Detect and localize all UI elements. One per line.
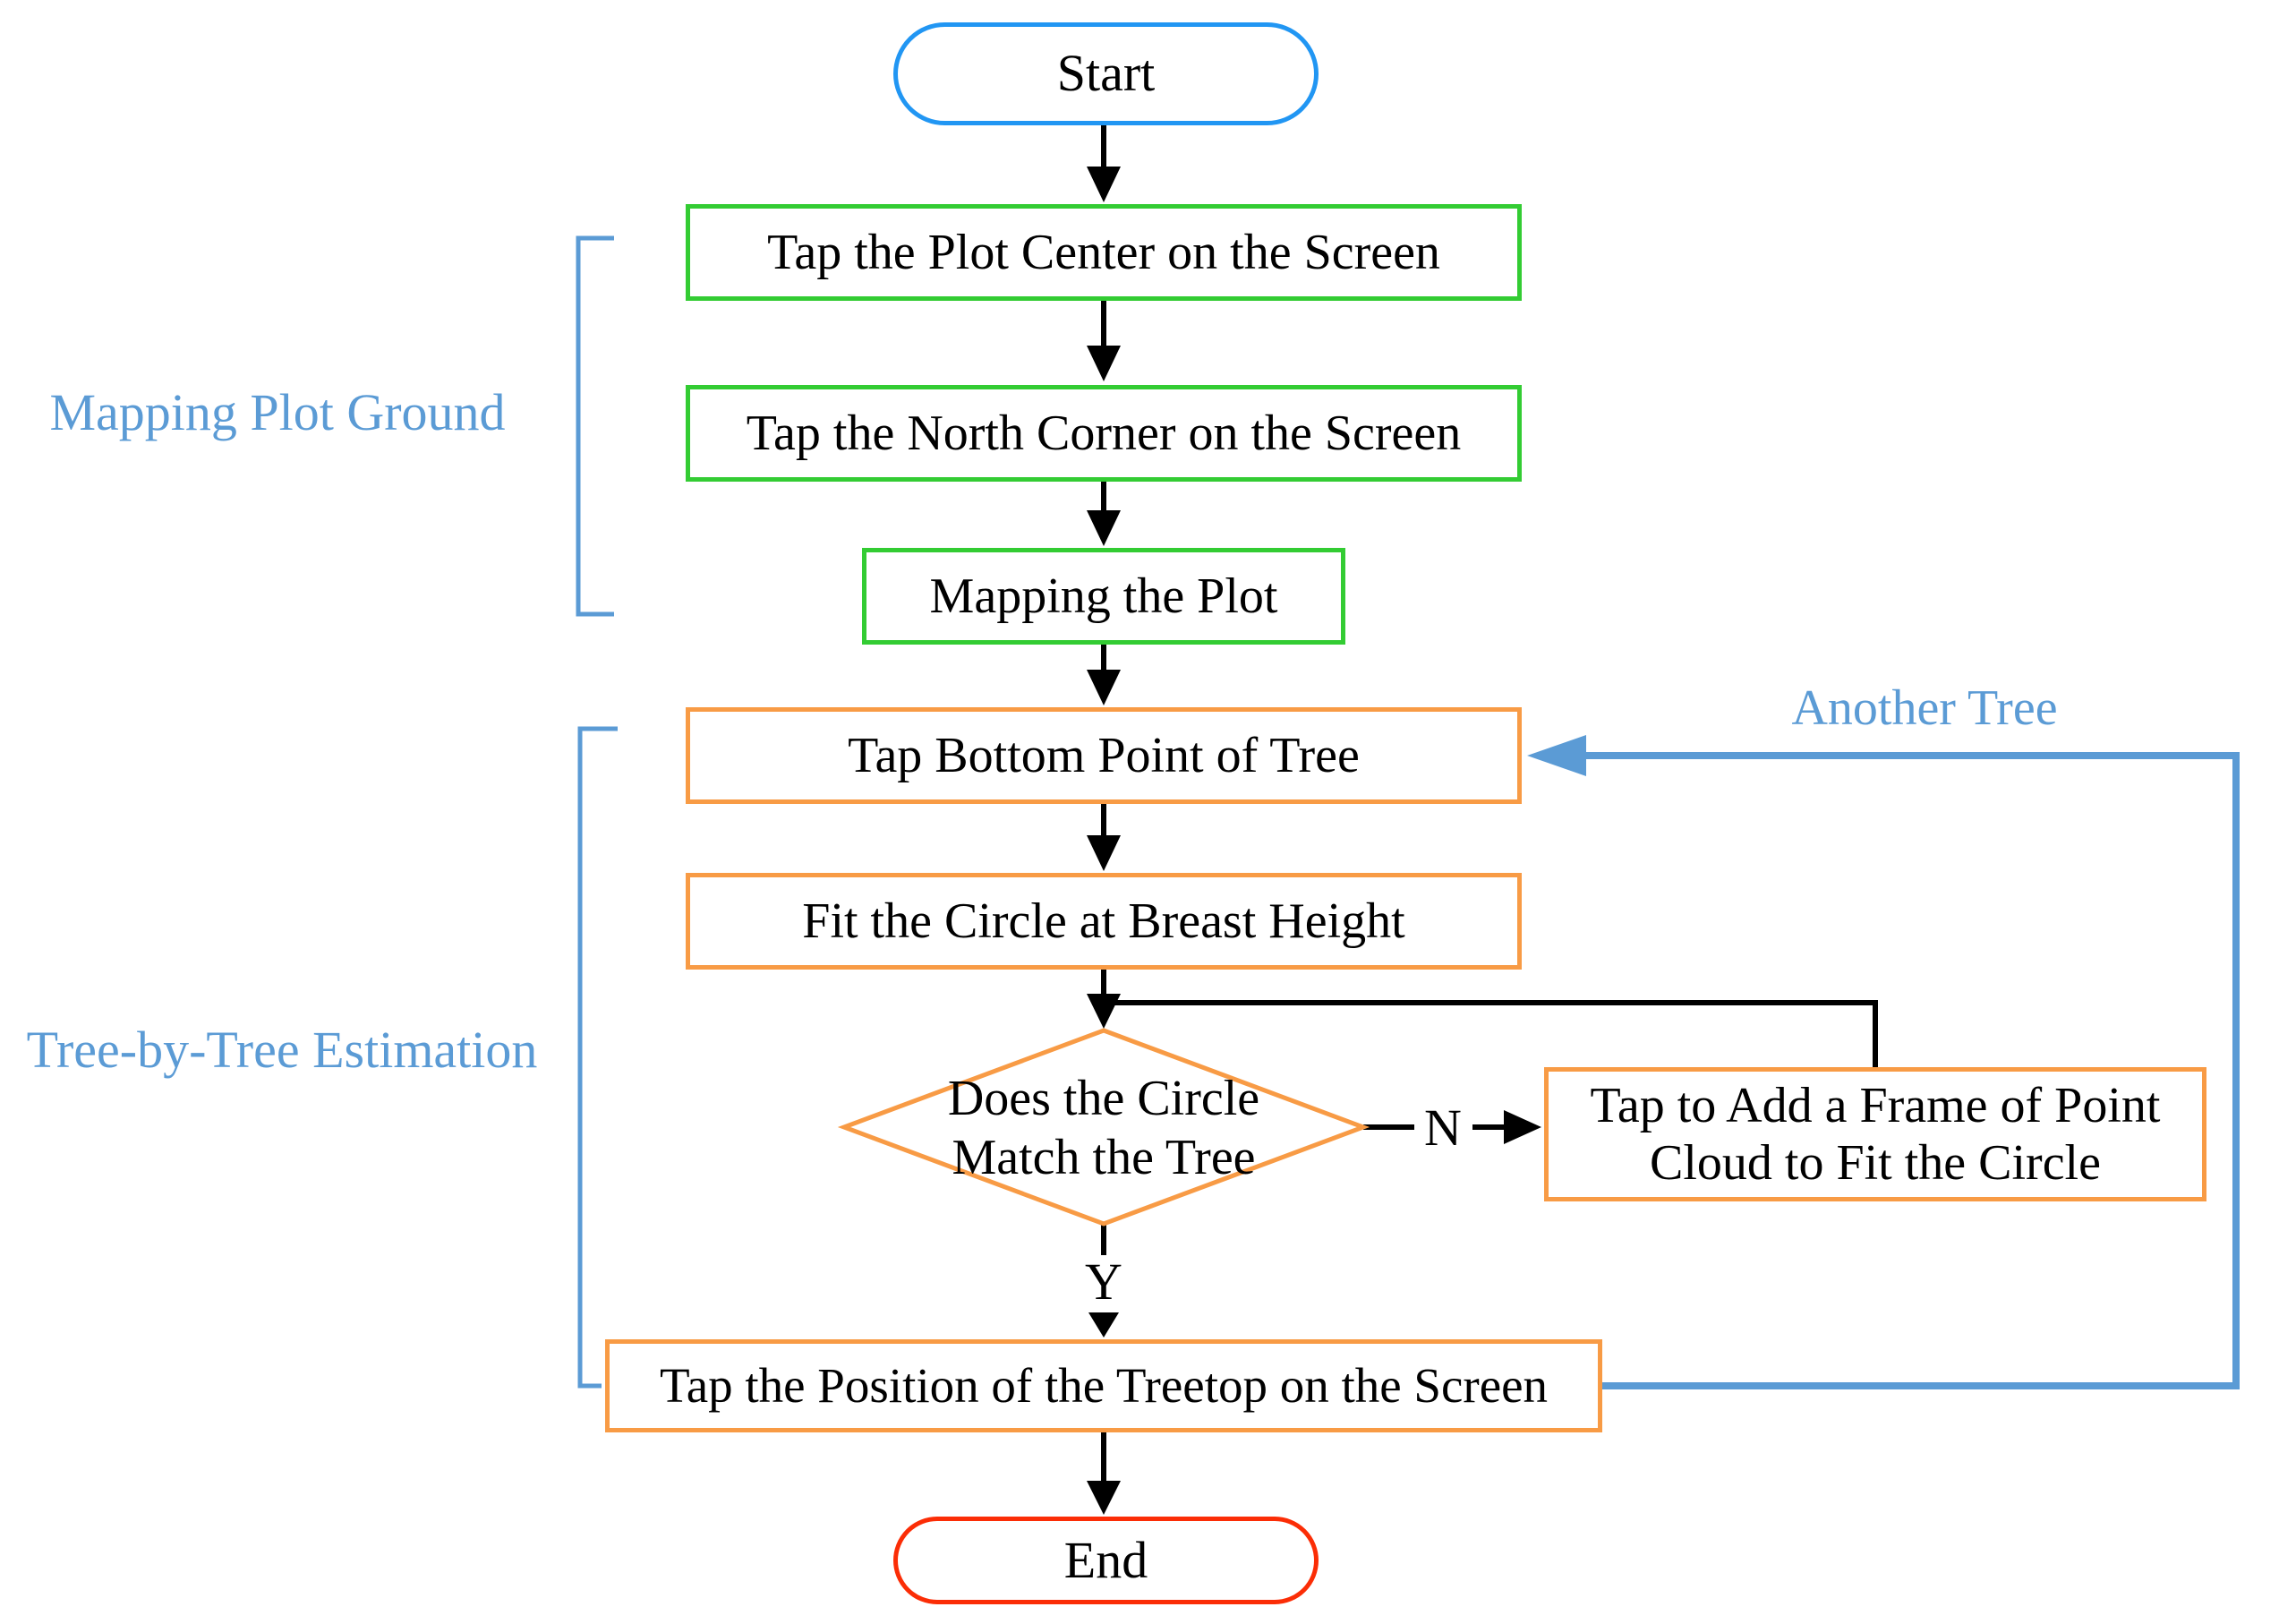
arrow-start-to-tap-plot-center [1087,125,1121,202]
node-tap-plot-center: Tap the Plot Center on the Screen [686,204,1522,301]
node-end: End [893,1517,1319,1604]
edge-no-return-line [1104,1000,1878,1067]
node-tap-treetop: Tap the Position of the Treetop on the S… [605,1339,1602,1432]
arrow-fit-circle-to-decision [1087,970,1121,1029]
edge-yes-branch [1088,1224,1119,1338]
arrow-mapping-plot-to-tap-bottom [1087,645,1121,705]
edge-label-no: N [1424,1098,1462,1157]
arrow-north-corner-to-mapping-plot [1087,482,1121,546]
node-decision-shape [837,1028,1370,1227]
bracket-mapping-plot-ground [576,235,614,617]
node-decision-label: Does the Circle Match the Tree [947,1070,1260,1185]
arrow-treetop-to-end [1087,1432,1121,1515]
edge-no-branch [1363,1110,1541,1144]
group-label-tree-by-tree: Tree-by-Tree Estimation [26,1020,538,1079]
node-fit-circle: Fit the Circle at Breast Height [686,873,1522,970]
edge-label-another-tree: Another Tree [1791,680,2058,736]
edge-label-yes: Y [1085,1252,1122,1311]
node-add-frame: Tap to Add a Frame of Point Cloud to Fit… [1544,1067,2206,1201]
node-mapping-the-plot: Mapping the Plot [862,548,1345,645]
node-tap-north-corner: Tap the North Corner on the Screen [686,385,1522,482]
group-label-mapping-plot-ground: Mapping Plot Ground [49,382,506,441]
arrow-plot-center-to-north-corner [1087,301,1121,381]
arrow-tap-bottom-to-fit-circle [1087,804,1121,871]
node-tap-bottom-point: Tap Bottom Point of Tree [686,707,1522,804]
node-start: Start [893,22,1319,125]
bracket-tree-by-tree [577,726,618,1389]
loop-another-tree-line [1527,735,2240,1389]
